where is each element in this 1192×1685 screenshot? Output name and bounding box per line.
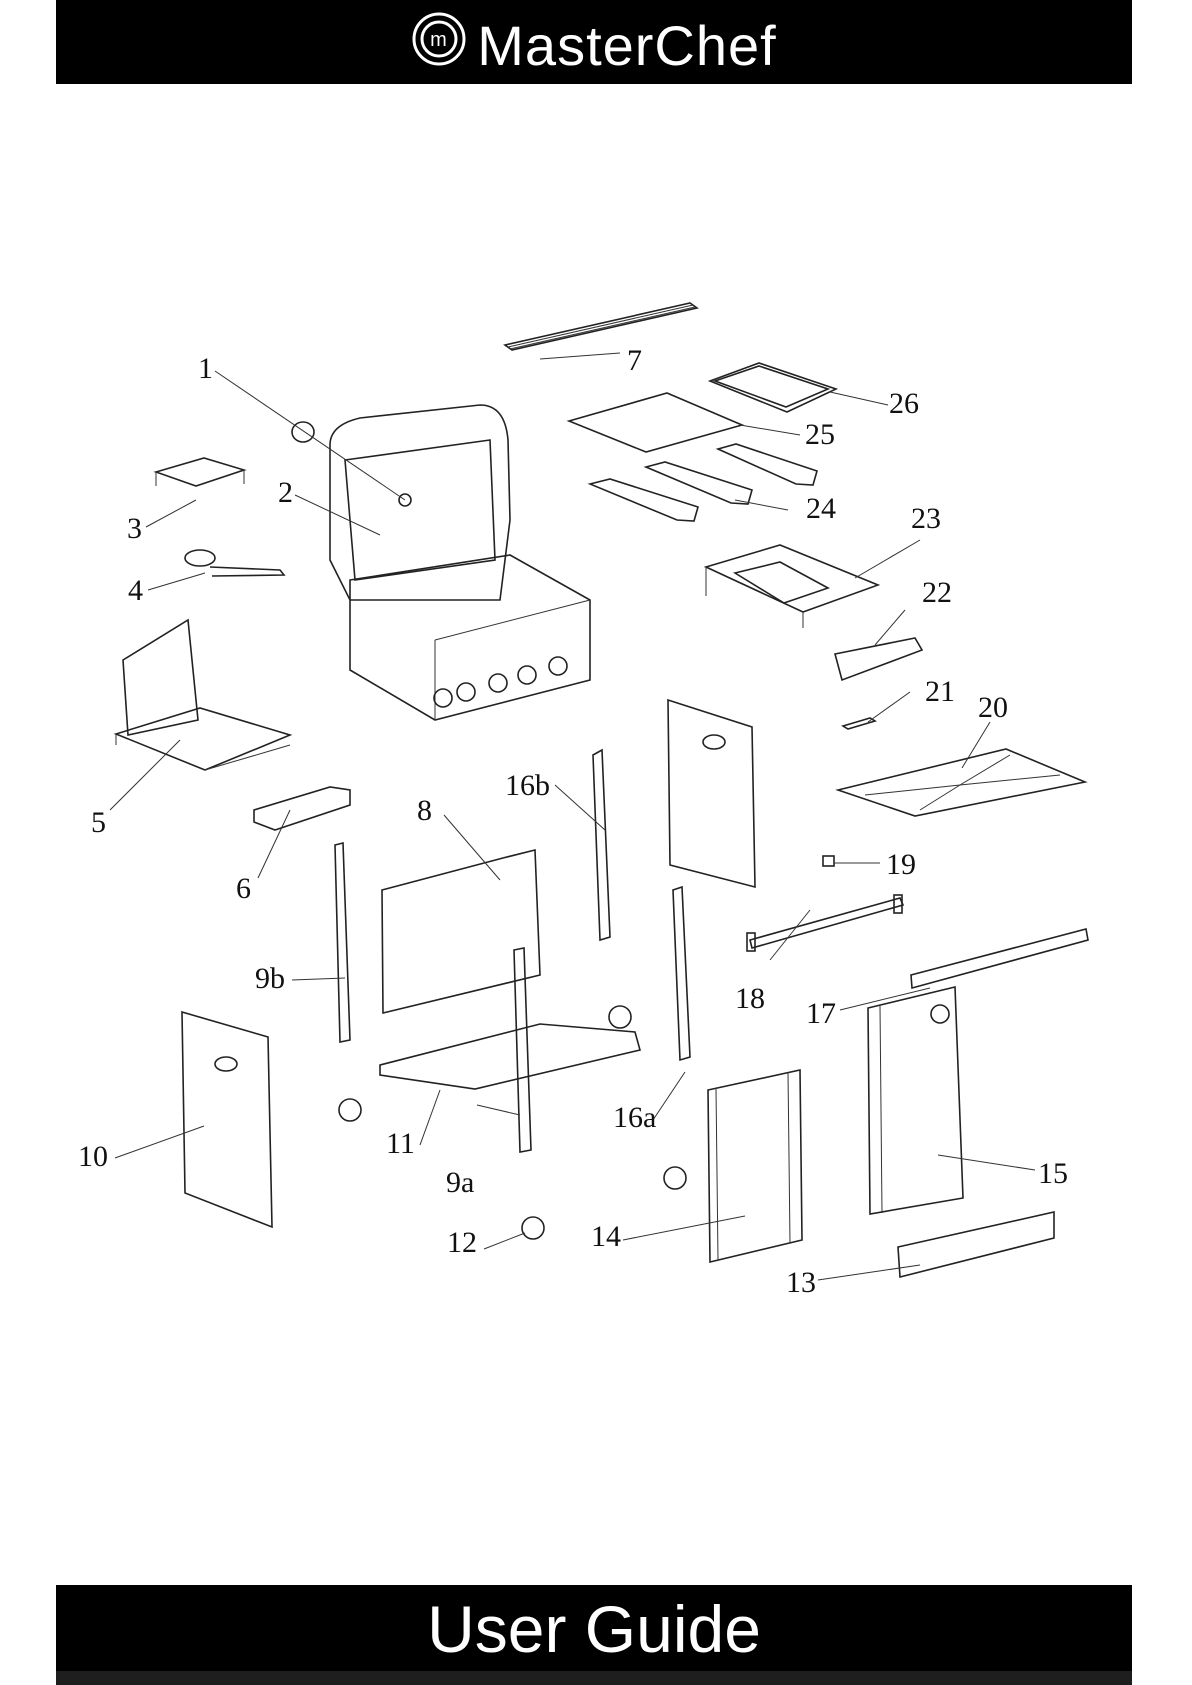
part-label-20: 20 — [978, 691, 1008, 724]
part-side-burner-housing — [113, 618, 293, 771]
part-cooking-grid — [566, 392, 745, 453]
part-label-6: 6 — [236, 872, 251, 905]
part-label-16a: 16a — [613, 1101, 656, 1134]
part-label-1: 1 — [198, 352, 213, 385]
part-left-side-panel — [181, 1010, 273, 1229]
part-label-15: 15 — [1038, 1157, 1068, 1190]
part-label-9b: 9b — [255, 962, 285, 995]
part-label-8: 8 — [417, 794, 432, 827]
part-label-18: 18 — [735, 982, 765, 1015]
part-bottom-shelf — [379, 1023, 641, 1090]
part-grease-tray — [835, 748, 1088, 817]
part-right-rear-leg — [592, 748, 611, 942]
part-bottom-rail — [897, 1211, 1055, 1279]
part-side-burner — [184, 549, 286, 577]
part-label-5: 5 — [91, 806, 106, 839]
part-label-10: 10 — [78, 1140, 108, 1173]
part-label-16b: 16b — [505, 769, 550, 802]
masterchef-logo-icon: m — [411, 11, 467, 82]
part-side-burner-grate — [153, 457, 247, 487]
part-label-4: 4 — [128, 574, 143, 607]
part-left-front-leg — [513, 947, 532, 1153]
part-label-14: 14 — [591, 1220, 621, 1253]
part-label-22: 22 — [922, 576, 952, 609]
brand-name: MasterChef — [477, 14, 777, 78]
part-left-door — [707, 1069, 803, 1264]
part-label-11: 11 — [386, 1127, 415, 1160]
part-label-17: 17 — [806, 997, 836, 1030]
part-label-9a: 9a — [446, 1166, 474, 1199]
part-griddle-plate — [707, 362, 839, 413]
part-side-cap — [253, 786, 351, 831]
part-right-side-panel — [667, 698, 756, 889]
part-label-23: 23 — [911, 502, 941, 535]
part-side-shelf — [703, 544, 881, 628]
part-back-panel — [381, 848, 541, 1015]
part-label-3: 3 — [127, 512, 142, 545]
part-clip — [822, 855, 835, 867]
logo-letter: m — [430, 29, 448, 51]
part-cross-bar — [746, 894, 905, 952]
part-label-21: 21 — [925, 675, 955, 708]
header-banner: m MasterChef — [56, 0, 1132, 84]
footer-banner: User Guide — [56, 1585, 1132, 1671]
part-casters — [338, 1005, 687, 1240]
part-label-25: 25 — [805, 418, 835, 451]
part-label-2: 2 — [278, 476, 293, 509]
part-label-13: 13 — [786, 1266, 816, 1299]
part-front-rail — [910, 928, 1089, 990]
part-left-rear-leg — [334, 841, 351, 1043]
part-label-7: 7 — [627, 344, 642, 377]
part-labels: 1 2 3 4 5 6 7 8 9a 9b 10 11 12 13 14 15 … — [78, 344, 1068, 1299]
part-handle — [841, 717, 877, 730]
part-right-front-leg — [672, 885, 691, 1062]
user-guide-title: User Guide — [427, 1592, 761, 1666]
part-side-shelf-end — [834, 637, 924, 682]
brand-logo: m MasterChef — [56, 8, 1132, 82]
part-lid-and-firebox — [291, 404, 591, 721]
part-label-24: 24 — [806, 492, 836, 525]
footer-strip — [56, 1671, 1132, 1685]
part-flame-tamers — [587, 443, 818, 522]
part-label-12: 12 — [447, 1226, 477, 1259]
part-label-19: 19 — [886, 848, 916, 881]
leader-lines — [109, 352, 1036, 1281]
part-label-26: 26 — [889, 387, 919, 420]
part-right-door — [867, 985, 964, 1215]
part-warming-rack — [503, 302, 699, 351]
